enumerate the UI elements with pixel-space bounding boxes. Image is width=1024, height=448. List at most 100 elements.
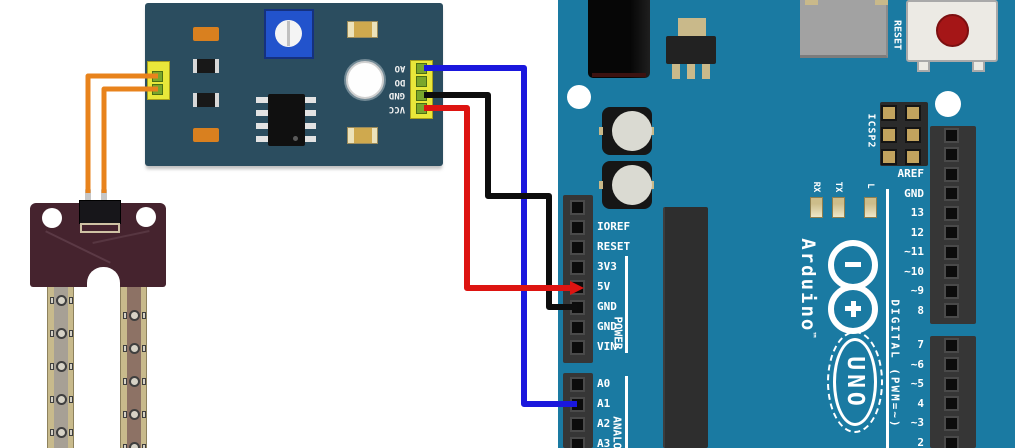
digital-pin-label-4: 4 xyxy=(917,396,924,410)
power-pin-label-IOREF: IOREF xyxy=(597,220,631,233)
reset-button xyxy=(906,0,998,62)
power-header-pin-VIN xyxy=(570,339,585,355)
signal-wire-blue xyxy=(424,65,577,407)
brand-trademark: ™ xyxy=(806,332,817,340)
digital-pin-label-~5: ~5 xyxy=(910,377,924,391)
usb-connector xyxy=(800,0,888,58)
power-pin-label-VIN: VIN xyxy=(597,340,617,353)
probe-solder-pad xyxy=(55,360,67,372)
power-pin-label-GND: GND xyxy=(597,300,617,313)
probe-solder-pad xyxy=(128,375,140,387)
power-header-pin-5V xyxy=(570,279,585,295)
capacitor-top xyxy=(612,165,652,205)
digital-header-pin xyxy=(944,264,959,279)
probe-pad-ear xyxy=(122,410,127,418)
digital-pin-label-2: 2 xyxy=(917,436,924,448)
probe-solder-pad xyxy=(55,426,67,438)
digital-header-pin xyxy=(944,303,959,318)
smd-diode xyxy=(193,59,219,73)
digital-header-pin xyxy=(944,205,959,221)
analog-pin-label-A3: A3 xyxy=(597,437,611,448)
smd-resistor xyxy=(193,128,219,142)
probe-pad-ear xyxy=(49,428,54,436)
icsp2-pin xyxy=(905,149,921,165)
probe-pad-ear xyxy=(49,296,54,304)
power-header-pin-3V3 xyxy=(570,259,585,275)
probe-wire-tip xyxy=(85,189,91,205)
digital-pin-label-~6: ~6 xyxy=(910,357,924,371)
module-output-pin-DO xyxy=(415,76,427,87)
digital-header-pin-~3 xyxy=(944,415,959,431)
module-pin-label-AO: AO xyxy=(394,63,406,73)
icsp2-label: ICSP2 xyxy=(865,113,877,149)
smd-resistor xyxy=(193,27,219,41)
voltage-regulator-leg xyxy=(702,63,710,79)
module-probe-header-pin xyxy=(151,70,163,82)
ground-wire-black xyxy=(424,92,577,310)
capacitor-nub xyxy=(599,181,603,189)
ic-pin xyxy=(256,123,268,129)
analog-pin-label-A2: A2 xyxy=(597,417,611,430)
uno-oval-dashed xyxy=(827,331,883,433)
digital-pin-label-12: 12 xyxy=(910,225,924,239)
probe-pad-ear xyxy=(122,377,127,385)
reset-label: RESET xyxy=(891,19,903,51)
digital-pin-label-~10: ~10 xyxy=(904,264,924,278)
power-pin-label-5V: 5V xyxy=(597,280,611,293)
ic-pin xyxy=(256,97,268,103)
probe-pad-ear xyxy=(68,362,73,370)
digital-header-pin xyxy=(944,127,959,143)
analog-header-pin-A0 xyxy=(570,376,585,392)
l-led xyxy=(864,197,877,218)
analog-header-pin-A3 xyxy=(570,436,585,448)
digital-header-pin xyxy=(944,166,959,182)
probe-pad-ear xyxy=(49,362,54,370)
digital-header-pin xyxy=(944,283,959,299)
probe-pad-ear xyxy=(122,443,127,448)
probe-pad-ear xyxy=(68,296,73,304)
digital-pin-label-13: 13 xyxy=(910,206,924,219)
module-pin-label-GND: GND xyxy=(388,90,406,100)
digital-header-pin xyxy=(944,147,959,162)
probe-solder-pad xyxy=(128,342,140,354)
digital-pin-label-7: 7 xyxy=(917,338,924,351)
ic-pin1-dot xyxy=(293,136,298,141)
brand-name: Arduino xyxy=(797,238,819,333)
uno-oval xyxy=(833,338,877,426)
smd-diode xyxy=(193,93,219,107)
power-jack-base xyxy=(592,73,646,77)
module-output-pin-AO xyxy=(415,62,427,74)
analog-header-pin-A2 xyxy=(570,416,585,432)
probe-pad-ear xyxy=(141,443,146,448)
reset-button-cap xyxy=(936,14,969,47)
power-jack xyxy=(588,0,650,78)
voltage-regulator-leg xyxy=(672,63,680,79)
digital-pin-label-GND: GND xyxy=(904,186,924,200)
digital-pin-label-~9: ~9 xyxy=(910,284,924,297)
ic-pin xyxy=(256,136,268,142)
power-header-pin-GND xyxy=(570,319,585,335)
ic-pin xyxy=(304,136,316,142)
probe-solder-pad xyxy=(55,294,67,306)
icsp2-pin xyxy=(881,127,897,143)
digital-pin-label-~11: ~11 xyxy=(904,245,924,258)
capacitor-top xyxy=(612,111,652,151)
power-wire-red xyxy=(424,105,570,291)
power-header-pin xyxy=(570,199,585,215)
analog-header-pin-A1 xyxy=(570,396,585,412)
power-header-pin-GND xyxy=(570,299,585,315)
probe-pad-ear xyxy=(68,329,73,337)
probe-prong-right-trace xyxy=(127,287,141,448)
usb-solder-tab xyxy=(875,0,888,5)
minus-glyph xyxy=(845,262,861,267)
ic-pin xyxy=(256,110,268,116)
power-header-pin-IOREF xyxy=(570,219,585,235)
digital-header-pin-7 xyxy=(944,337,959,353)
module-output-pin-GND xyxy=(415,89,427,101)
probe-pad-ear xyxy=(49,395,54,403)
probe-solder-pad xyxy=(55,327,67,339)
icsp2-pin xyxy=(881,105,897,121)
smd-led xyxy=(347,127,378,144)
ic-pin xyxy=(304,97,316,103)
l-led-label: L xyxy=(865,183,875,189)
